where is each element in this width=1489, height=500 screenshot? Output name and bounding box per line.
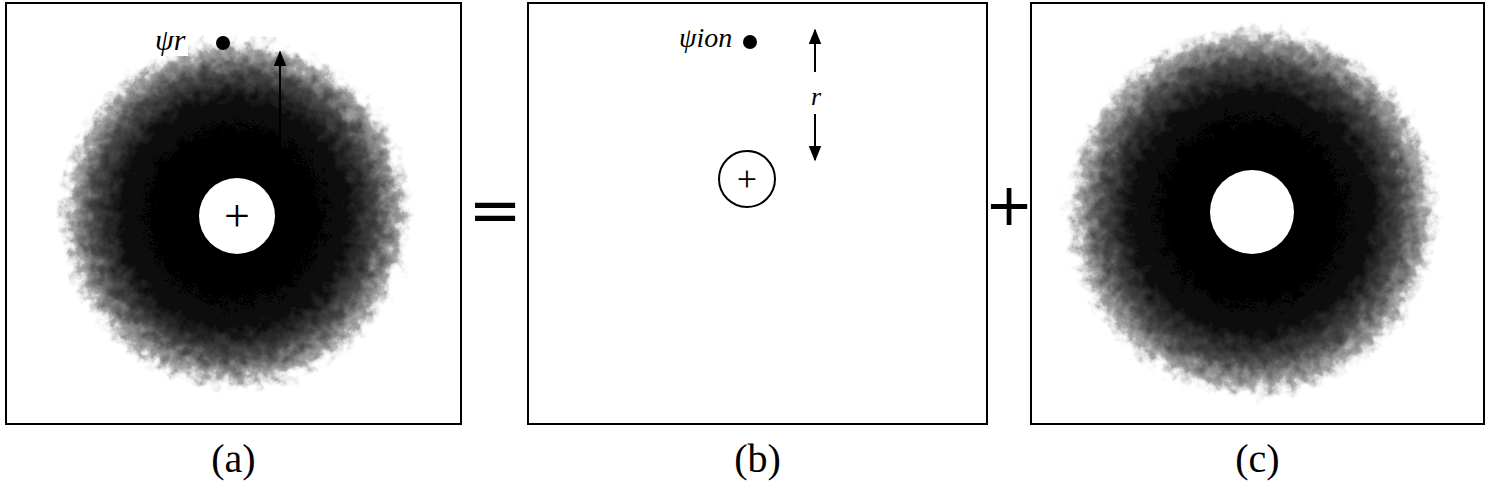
distance-label: r — [811, 84, 821, 110]
panel-caption: (c) — [1032, 439, 1483, 479]
cloud-hole — [1210, 170, 1294, 254]
distance-arrow — [279, 52, 281, 170]
electron-dot — [743, 35, 757, 49]
nucleus-circle: + — [717, 149, 777, 209]
wavefunction-label: ψr — [152, 24, 188, 56]
electron-dot — [216, 36, 230, 50]
distance-arrow — [814, 30, 816, 72]
wavefunction-label: ψion — [679, 24, 732, 52]
electron-cloud — [1064, 24, 1440, 400]
nucleus-charge: + — [224, 193, 250, 239]
distance-arrow — [814, 114, 816, 160]
panel-caption: (b) — [529, 439, 986, 479]
diagram-panel: (c) — [1030, 2, 1485, 425]
panel-caption: (a) — [7, 439, 460, 479]
electron-cloud — [57, 36, 413, 392]
equals-sign: = — [468, 178, 522, 242]
nucleus-circle: + — [197, 176, 277, 256]
diagram-panel: ψionr(b)+ — [527, 2, 988, 425]
plus-sign: + — [985, 176, 1034, 234]
nucleus-charge: + — [737, 161, 757, 197]
diagram-panel: ψr(a)+ — [5, 2, 462, 425]
